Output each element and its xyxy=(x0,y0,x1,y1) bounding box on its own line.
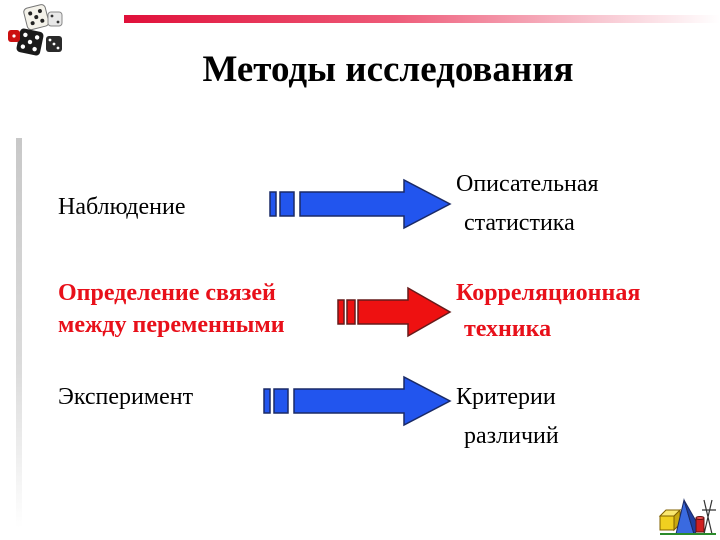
method-experiment: Эксперимент xyxy=(58,384,194,410)
result-descriptive-line2: статистика xyxy=(464,210,575,236)
method-observation: Наблюдение xyxy=(58,194,186,220)
title-underline-bar xyxy=(124,15,720,23)
geometry-shapes-icon xyxy=(658,498,716,535)
result-criteria-line2: различий xyxy=(464,423,559,449)
left-vertical-bar xyxy=(16,138,22,528)
method-relationships-line1: Определение связей xyxy=(58,280,276,306)
result-correlation-line1: Корреляционная xyxy=(456,280,641,306)
page-title: Методы исследования xyxy=(202,49,574,90)
result-criteria-line1: Критерии xyxy=(456,384,556,410)
arrow-right-icon xyxy=(337,286,452,338)
dice-icon xyxy=(8,4,63,56)
arrow-right-icon xyxy=(269,178,452,230)
arrow-right-icon xyxy=(263,375,452,427)
result-correlation-line2: техника xyxy=(464,316,552,342)
method-relationships-line2: между переменными xyxy=(58,312,285,338)
result-descriptive-line1: Описательная xyxy=(456,171,599,197)
